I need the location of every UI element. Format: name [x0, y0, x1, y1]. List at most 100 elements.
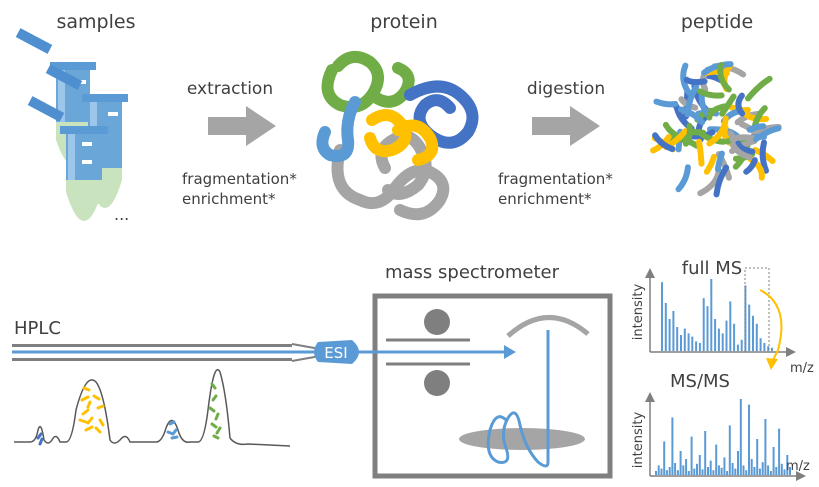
full-ms-bar: [698, 343, 701, 351]
ellipsis-label: ...: [114, 205, 129, 224]
msms-bars: [655, 399, 791, 475]
full-ms-bar: [755, 323, 758, 351]
full-ms-bar: [664, 303, 667, 351]
sample-tubes: ...: [15, 28, 129, 224]
msms-bar: [657, 465, 660, 475]
peptide-fragment: [735, 140, 756, 155]
full-ms-bar: [729, 301, 732, 351]
full-ms-bar: [695, 341, 698, 351]
peptide-fragment: [752, 105, 768, 128]
msms-bar: [679, 451, 682, 475]
msms-bar: [676, 470, 679, 475]
digestion-label: digestion: [527, 79, 605, 99]
msms-bar: [778, 428, 781, 475]
full-ms-bar: [672, 311, 675, 351]
full-ms-ylabel: intensity: [631, 284, 646, 341]
fragmentation-label-1: fragmentation*: [182, 170, 297, 188]
msms-bar: [750, 459, 753, 475]
peptide-fragment: [653, 98, 679, 108]
digestion-arrow: [532, 106, 600, 146]
fragmentation-label-2: fragmentation*: [498, 170, 613, 188]
full-ms-bar: [710, 279, 713, 351]
peptide-fragment: [759, 139, 769, 174]
peptide-fragment: [697, 88, 725, 99]
msms-bar: [671, 417, 674, 475]
msms-bar: [726, 471, 729, 475]
full-ms-chart: intensity m/z: [631, 267, 814, 376]
full-ms-bar: [683, 328, 686, 351]
peptide-fragment: [682, 122, 693, 147]
msms-bar: [748, 404, 750, 475]
peptide-fragment: [697, 167, 722, 197]
hplc-label: HPLC: [14, 318, 61, 339]
full-ms-bar: [752, 315, 754, 351]
peptide-fragment: [729, 134, 758, 143]
peptide-fragment: [666, 135, 700, 149]
msms-bar: [668, 467, 671, 475]
msms-bar: [731, 463, 734, 475]
fragmentation-arrow: [759, 289, 783, 363]
msms-bar: [780, 463, 783, 475]
full-ms-bar: [706, 306, 709, 351]
enrichment-label-2: enrichment*: [498, 190, 592, 208]
msms-bar: [786, 455, 789, 475]
peptide-fragment: [745, 75, 773, 102]
peptide-fragment: [717, 62, 732, 93]
hplc-column: [12, 343, 321, 362]
peptide-fragment: [652, 132, 676, 152]
peptide-fragment: [684, 83, 700, 118]
msms-ylabel: intensity: [631, 412, 646, 469]
msms-bar: [709, 460, 712, 475]
peptide-label: peptide: [681, 11, 753, 33]
peptide-fragment: [706, 115, 729, 147]
full-ms-bar: [676, 327, 679, 351]
peptide-fragment: [746, 123, 767, 133]
full-ms-bar: [691, 336, 694, 351]
msms-bar: [663, 441, 666, 475]
esi-source: ESI: [314, 340, 359, 364]
msms-bar: [707, 467, 709, 475]
full-ms-bar: [748, 304, 751, 351]
msms-bar: [693, 468, 696, 475]
full-ms-bar: [740, 339, 743, 351]
msms-bar: [734, 468, 737, 475]
msms-bar: [753, 467, 756, 475]
msms-bar: [783, 469, 786, 475]
full-ms-bar: [668, 319, 671, 351]
peptide-fragment: [706, 103, 728, 121]
full-ms-bar: [680, 335, 682, 351]
protein-tangle: [316, 50, 479, 221]
esi-label: ESI: [324, 344, 347, 362]
msms-bar: [737, 451, 739, 475]
extraction-label: extraction: [187, 79, 273, 99]
peptide-fragment: [683, 76, 708, 86]
peptide-fragment: [680, 62, 692, 96]
msms-bar: [682, 465, 685, 475]
msms-bar: [720, 467, 723, 475]
msms-bar: [715, 444, 718, 475]
samples-label: samples: [57, 11, 136, 33]
msms-bar: [665, 470, 668, 475]
msms-bar: [756, 439, 759, 475]
full-ms-bar: [736, 344, 739, 351]
msms-bar: [690, 436, 693, 475]
msms-bar: [701, 469, 704, 475]
msms-bar: [698, 455, 701, 475]
peptide-fragment: [752, 125, 782, 143]
full-ms-bar: [725, 320, 728, 351]
full-ms-title: full MS: [682, 258, 742, 279]
msms-bar: [758, 468, 761, 475]
enrichment-label-1: enrichment*: [182, 190, 276, 208]
peptide-fragment: [678, 106, 706, 126]
peptide-fragment: [713, 164, 730, 198]
msms-bar: [687, 471, 690, 475]
msms-bar: [685, 459, 688, 475]
msms-bar: [717, 465, 720, 475]
tube-front: [27, 96, 108, 221]
msms-bar: [764, 419, 767, 475]
msms-bar: [723, 457, 726, 475]
msms-bar: [655, 471, 657, 475]
peptide-fragment: [743, 157, 758, 175]
mass-spectrometer-label: mass spectrometer: [385, 262, 560, 283]
